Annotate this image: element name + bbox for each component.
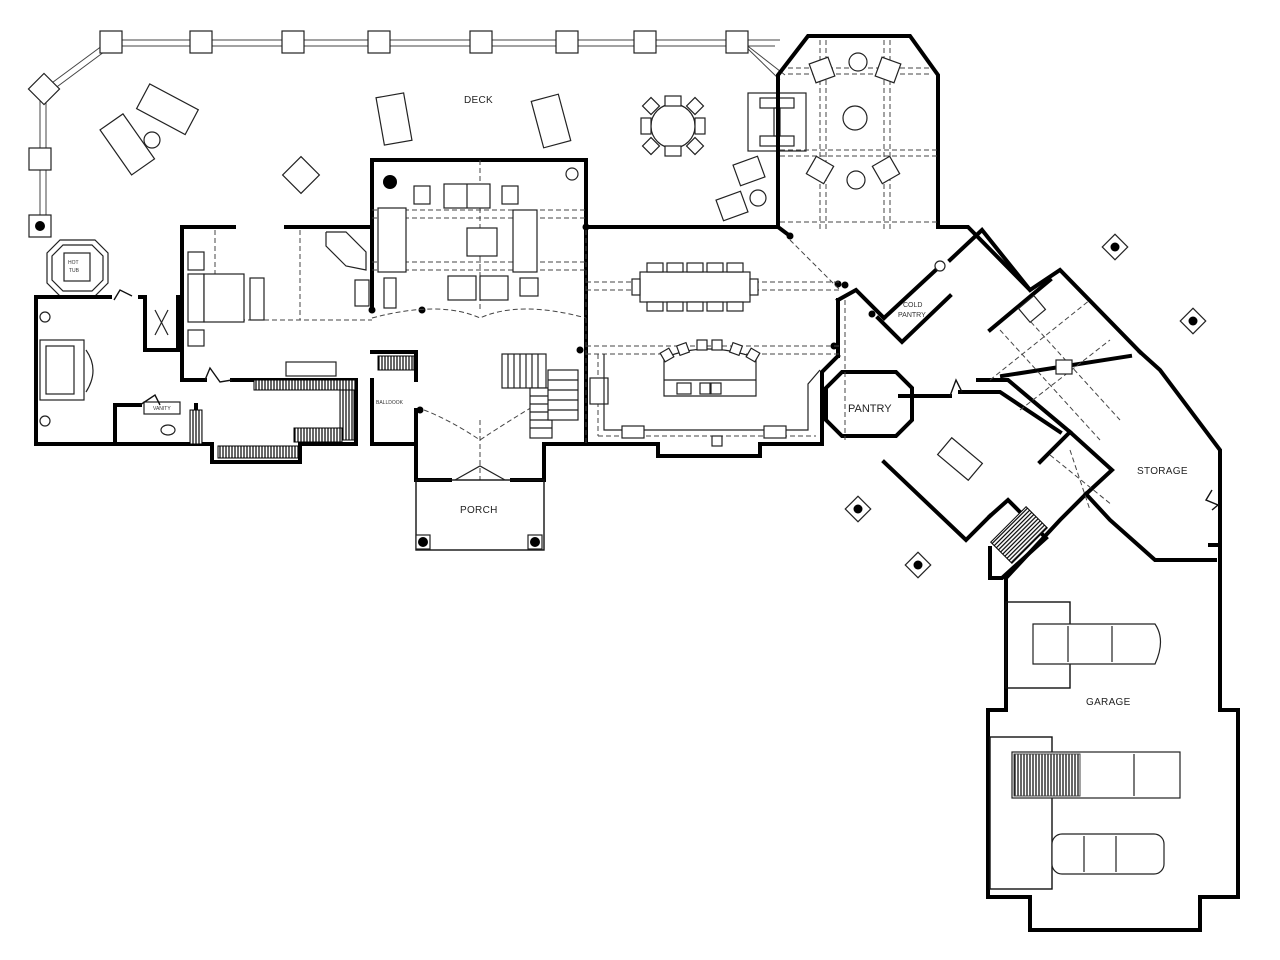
sunroom-furniture: [805, 52, 902, 190]
bedroom-furniture: [187, 231, 370, 377]
room-label-deck: DECK: [464, 95, 493, 106]
hot-tub: HOT TUB: [46, 239, 109, 297]
structural-posts: [368, 223, 1207, 579]
stairs: [501, 353, 579, 439]
door-swings: [113, 289, 1220, 511]
room-label-cold-pantry-2: PANTRY: [898, 312, 926, 319]
room-label-garage: GARAGE: [1086, 697, 1131, 708]
living-room-furniture: [377, 167, 579, 309]
svg-text:HOT: HOT: [68, 260, 79, 266]
room-label-cold-pantry-1: COLD: [903, 302, 922, 309]
dining-kitchen: [589, 262, 821, 447]
svg-text:TUB: TUB: [69, 268, 80, 274]
laundry-fixtures: [934, 260, 1073, 482]
garage-vehicles: [989, 601, 1181, 890]
room-label-porch: PORCH: [460, 505, 498, 516]
room-label-storage: STORAGE: [1137, 466, 1188, 477]
svg-text:VANITY: VANITY: [153, 406, 171, 412]
master-bath-fixtures: VANITY: [39, 309, 181, 436]
closet-shelving: [189, 355, 1048, 564]
porch: [415, 465, 545, 551]
room-label-bench: BALLDOOK: [376, 400, 404, 406]
room-label-pantry: PANTRY: [848, 403, 892, 415]
interior-walls: [113, 225, 1133, 580]
deck-railing: [27, 30, 786, 238]
